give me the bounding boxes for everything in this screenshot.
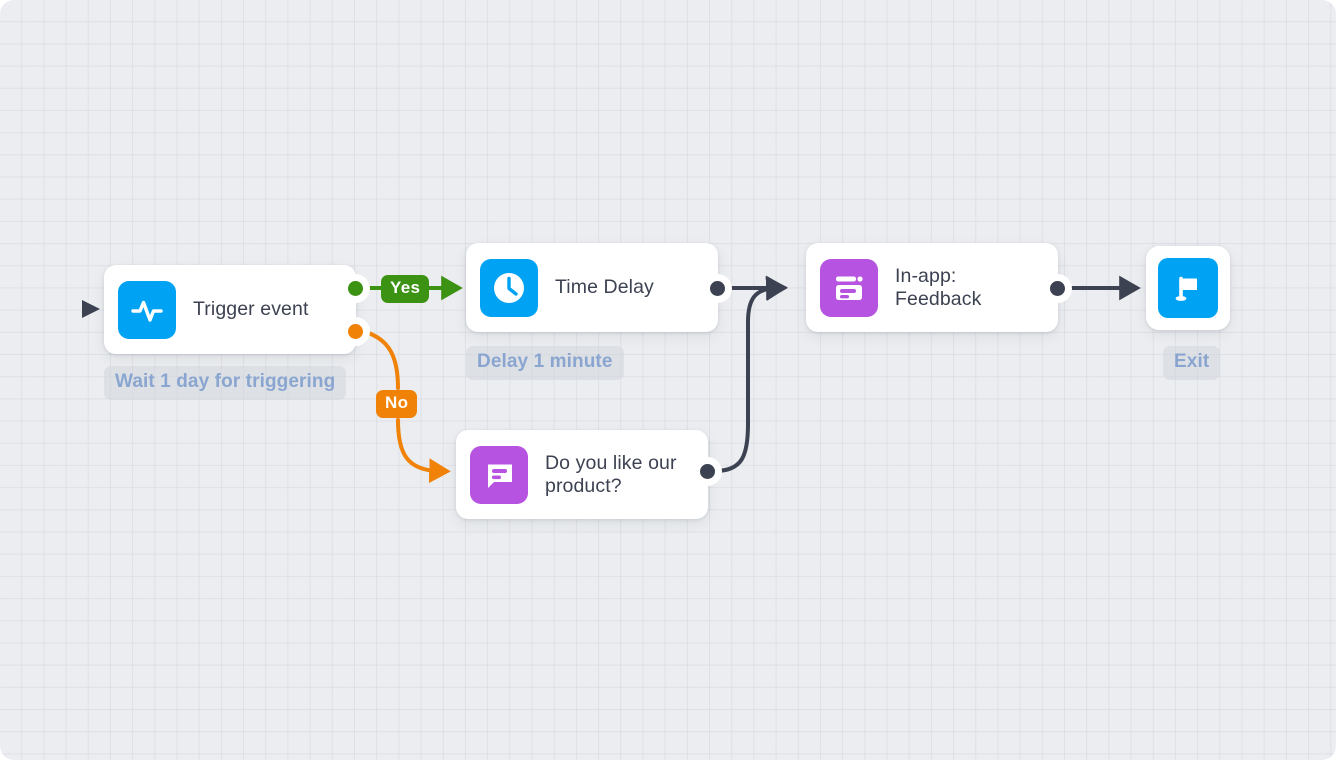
- node-survey-question[interactable]: Do you like our product?: [456, 430, 708, 519]
- node-trigger-event[interactable]: Trigger event: [104, 265, 356, 354]
- edge-entry-to-trigger: [8, 300, 100, 318]
- edge-survey-to-in-app: [713, 276, 788, 473]
- caption-trigger-wait: Wait 1 day for triggering: [104, 366, 347, 400]
- node-title-trigger-event: Trigger event: [193, 298, 309, 320]
- node-title-in-app-feedback: In-app: Feedback: [895, 264, 982, 310]
- node-exit[interactable]: [1146, 246, 1230, 330]
- flag-icon: [1158, 258, 1218, 318]
- caption-exit: Exit: [1163, 346, 1221, 380]
- connector-dot-trigger-no[interactable]: [348, 324, 363, 339]
- caption-time-delay: Delay 1 minute: [466, 346, 624, 380]
- node-title-survey-question: Do you like our product?: [545, 451, 677, 497]
- node-time-delay[interactable]: Time Delay: [466, 243, 718, 332]
- in-app-message-icon: [820, 258, 878, 317]
- node-title-time-delay: Time Delay: [555, 276, 654, 298]
- clock-icon: [480, 258, 538, 317]
- node-in-app-feedback[interactable]: In-app: Feedback: [806, 243, 1058, 332]
- connector-dot-survey-out[interactable]: [700, 464, 715, 479]
- branch-badge-yes[interactable]: Yes: [381, 275, 430, 303]
- connector-dot-trigger-yes[interactable]: [348, 281, 363, 296]
- connector-dot-in-app-out[interactable]: [1050, 281, 1065, 296]
- speech-bubble-icon: [470, 445, 528, 504]
- connector-dot-time-delay-out[interactable]: [710, 281, 725, 296]
- activity-pulse-icon: [118, 280, 176, 339]
- branch-badge-no[interactable]: No: [376, 390, 418, 418]
